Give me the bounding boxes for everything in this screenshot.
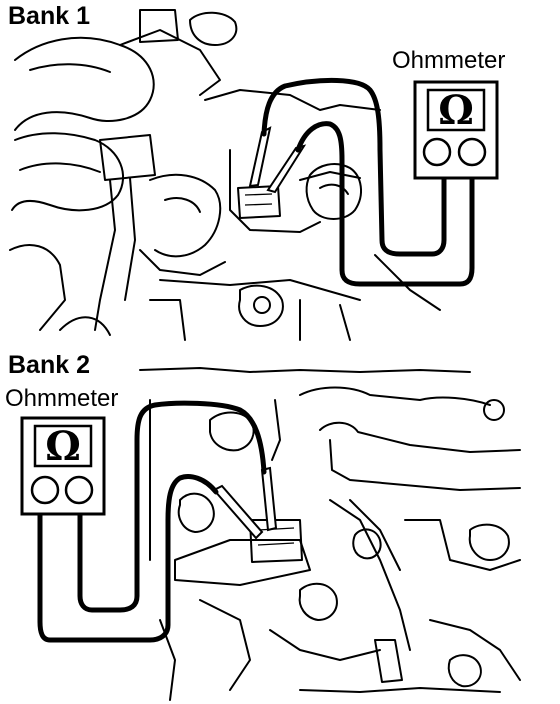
bank-1-ohmmeter: Ω <box>413 80 499 180</box>
bank-1-ohmmeter-jack-positive <box>457 137 487 167</box>
bank-1-engine-illustration <box>9 9 441 341</box>
bank-2-test-leads <box>37 400 267 643</box>
bank-1-test-probes <box>248 126 307 194</box>
bank-1-panel: Ω Bank 1 Ohmmeter <box>8 2 505 341</box>
bank-2-engine-illustration <box>139 367 521 701</box>
bank-1-title: Bank 1 <box>8 2 90 30</box>
bank-2-panel: Ω Bank 2 Ohmmeter <box>5 351 521 701</box>
bank-2-ohmmeter-label: Ohmmeter <box>5 385 118 412</box>
bank-1-lead-positive <box>295 121 475 287</box>
bank-2-ohmmeter-jack-negative <box>64 475 94 505</box>
bank-2-lead-negative <box>77 400 267 613</box>
bank-1-ohmmeter-jack-negative <box>422 137 452 167</box>
bank-1-lead-negative <box>261 77 447 257</box>
bank-2-ohm-symbol: Ω <box>45 423 81 470</box>
bank-1-ohm-symbol: Ω <box>438 87 474 134</box>
bank-2-lead-positive <box>37 474 219 643</box>
bank-1-test-leads <box>261 77 475 287</box>
bank-2-test-probes <box>212 466 278 540</box>
bank-1-ohmmeter-label: Ohmmeter <box>392 47 505 74</box>
bank-2-ohmmeter: Ω <box>20 416 106 516</box>
bank-2-title: Bank 2 <box>8 351 90 379</box>
bank-2-ohmmeter-jack-positive <box>30 475 60 505</box>
